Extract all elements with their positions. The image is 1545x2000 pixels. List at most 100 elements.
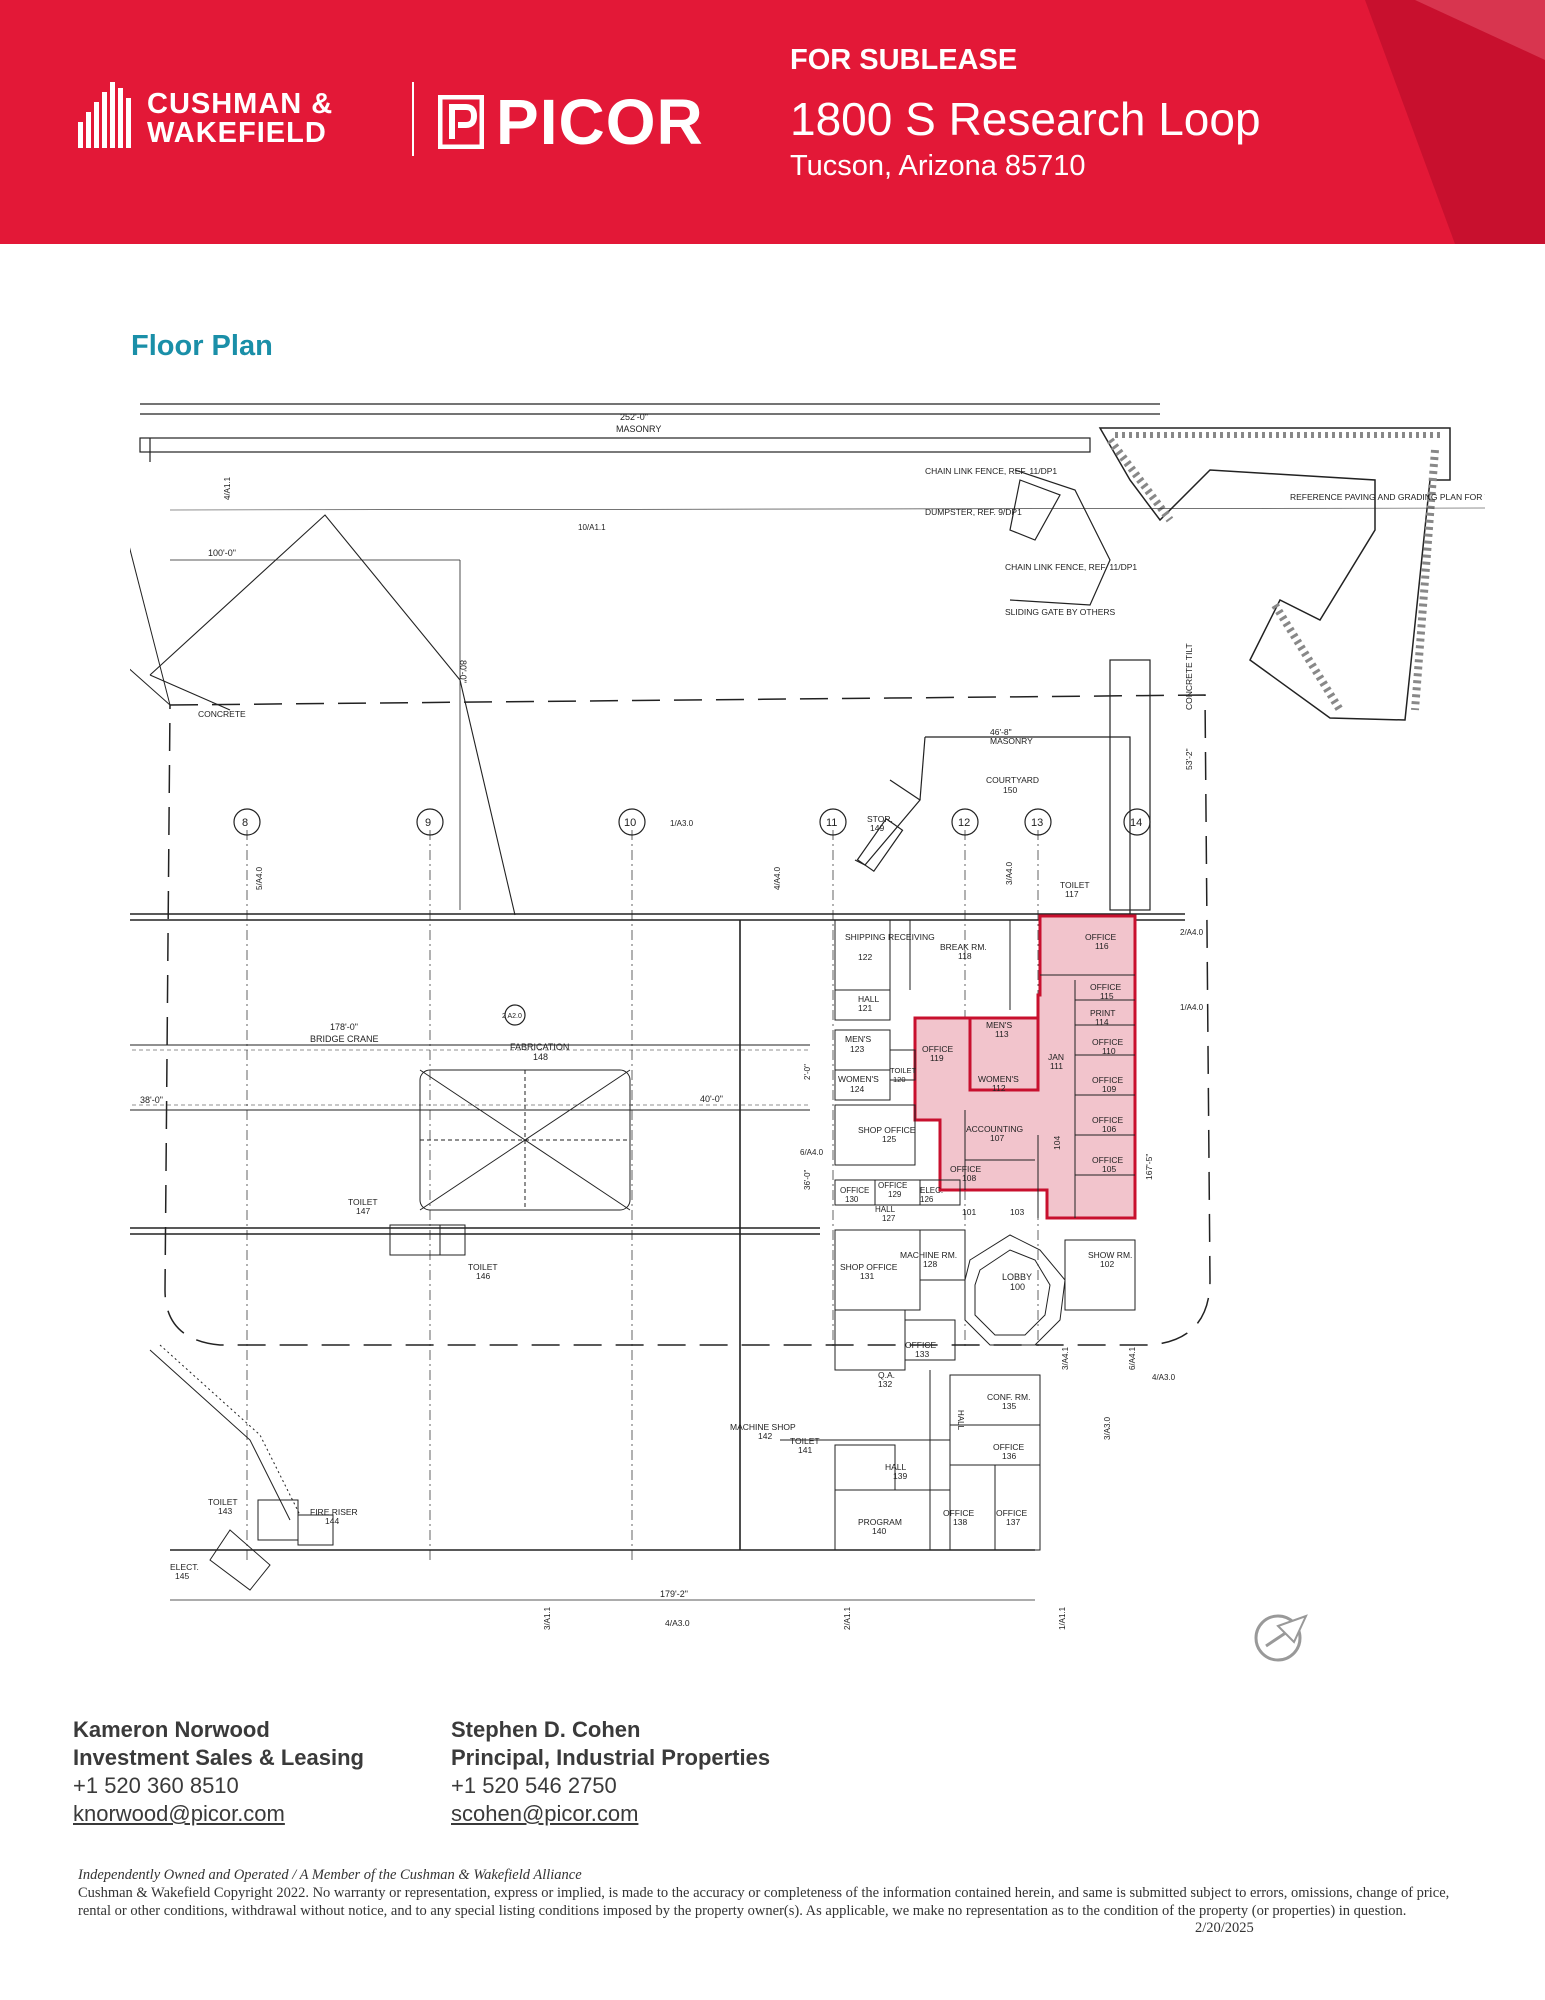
room-office-110: OFFICE (1092, 1037, 1123, 1047)
room-womens-112: WOMEN'S (978, 1074, 1019, 1084)
southwest-rooms (149, 1344, 334, 1591)
grid-9: 9 (425, 817, 431, 829)
contact-phone[interactable]: +1 520 360 8510 (73, 1773, 239, 1798)
dim-40: 40'-0" (700, 1094, 723, 1104)
grid-12: 12 (958, 817, 970, 829)
room-program: PROGRAM (858, 1517, 902, 1527)
dim-overall: 252'-0" (620, 412, 648, 422)
room-office-109: OFFICE (1092, 1075, 1123, 1085)
room-toilet-120: TOILET (890, 1066, 917, 1075)
north-arrow-icon (1254, 1614, 1308, 1662)
room-machine-rm-num: 128 (923, 1259, 937, 1269)
room-machine-shop: MACHINE SHOP (730, 1422, 796, 1432)
room-break-num: 118 (958, 951, 972, 961)
room-office-137: OFFICE (996, 1508, 1027, 1518)
room-elec: ELEC. (920, 1186, 943, 1195)
room-hall-104: 104 (1052, 1136, 1062, 1150)
room-accounting: ACCOUNTING (966, 1124, 1023, 1134)
room-show-rm: SHOW RM. (1088, 1250, 1132, 1260)
room-accounting-num: 107 (990, 1133, 1004, 1143)
room-office-119: OFFICE (922, 1044, 953, 1054)
contact-title: Investment Sales & Leasing (73, 1745, 364, 1770)
room-print: PRINT (1090, 1008, 1116, 1018)
room-lobby: LOBBY (1002, 1272, 1032, 1282)
contact-email-link[interactable]: scohen@picor.com (451, 1801, 639, 1826)
room-101: 101 (962, 1207, 976, 1217)
dim-masonry: MASONRY (616, 424, 661, 434)
room-stor-num: 149 (870, 823, 884, 833)
note-dumpster: DUMPSTER, REF. 9/DP1 (925, 507, 1022, 517)
contact-email-link[interactable]: knorwood@picor.com (73, 1801, 285, 1826)
room-103: 103 (1010, 1207, 1024, 1217)
room-machine-shop-num: 142 (758, 1431, 772, 1441)
room-office-137-num: 137 (1006, 1517, 1020, 1527)
room-conf-rm: CONF. RM. (987, 1392, 1030, 1402)
room-office-116: OFFICE (1085, 932, 1116, 942)
room-office-136: OFFICE (993, 1442, 1024, 1452)
contact-phone[interactable]: +1 520 546 2750 (451, 1773, 617, 1798)
contact-card-2: Stephen D. Cohen Principal, Industrial P… (451, 1716, 770, 1828)
cushman-wakefield-logo: CUSHMAN & WAKEFIELD (78, 82, 333, 148)
note-chain-link-2: CHAIN LINK FENCE, REF. 11/DP1 (1005, 562, 1137, 572)
picor-logo: PICOR (438, 90, 704, 154)
room-office-133-num: 133 (915, 1349, 929, 1359)
grid-10: 10 (624, 817, 636, 829)
grid-14: 14 (1130, 817, 1142, 829)
room-shop-office-125: SHOP OFFICE (858, 1125, 916, 1135)
room-womens-124-num: 124 (850, 1084, 864, 1094)
ref-4-a4-0: 4/A4.0 (773, 866, 782, 890)
grid-8: 8 (242, 817, 248, 829)
room-mens-113: MEN'S (986, 1020, 1013, 1030)
room-machine-rm: MACHINE RM. (900, 1250, 957, 1260)
ref-6-a4-1: 6/A4.1 (1128, 1346, 1137, 1370)
room-office-138: OFFICE (943, 1508, 974, 1518)
contact-title: Principal, Industrial Properties (451, 1745, 771, 1770)
room-office-116-num: 116 (1095, 941, 1109, 951)
room-hall-121: HALL (858, 994, 880, 1004)
room-office-106-num: 106 (1102, 1124, 1116, 1134)
label-courtyard-num: 150 (1003, 785, 1017, 795)
dim-179: 179'-2" (660, 1589, 688, 1599)
ref-10-a1-1: 10/A1.1 (578, 523, 606, 532)
label-courtyard: COURTYARD (986, 775, 1039, 785)
room-office-129-num: 129 (888, 1190, 902, 1199)
dim-80: 80'-0" (458, 660, 468, 683)
room-office-109-num: 109 (1102, 1084, 1116, 1094)
ref-1-a3-0: 1/A3.0 (670, 819, 694, 828)
ref-3-a4-0: 3/A4.0 (1005, 861, 1014, 885)
contact-name: Stephen D. Cohen (451, 1717, 641, 1742)
property-city: Tucson, Arizona 85710 (790, 150, 1086, 182)
room-toilet-117-num: 117 (1065, 889, 1079, 899)
room-womens-124: WOMEN'S (838, 1074, 879, 1084)
room-hall-121-num: 121 (858, 1003, 872, 1013)
room-toilet-120-num: 120 (893, 1075, 906, 1084)
disclaimer-alliance: Independently Owned and Operated / A Mem… (78, 1867, 582, 1883)
room-jan-num: 111 (1050, 1061, 1063, 1071)
property-boundary (164, 694, 1211, 1346)
disclaimer-date: 2/20/2025 (1195, 1920, 1254, 1936)
room-office-108: OFFICE (950, 1164, 981, 1174)
cw-bars-icon (78, 82, 131, 148)
room-mens-123: MEN'S (845, 1034, 872, 1044)
room-conf-rm-num: 135 (1002, 1401, 1016, 1411)
ref-1-a1-1: 1/A1.1 (1058, 1606, 1067, 1630)
paving-area (1098, 427, 1451, 721)
grid-13: 13 (1031, 817, 1043, 829)
label-bridge-crane: BRIDGE CRANE (310, 1034, 379, 1044)
room-hall-134: HALL (956, 1410, 965, 1431)
room-toilet-141-num: 141 (798, 1445, 812, 1455)
contact-name: Kameron Norwood (73, 1717, 270, 1742)
ref-4-a3-0-bottom: 4/A3.0 (665, 1618, 690, 1628)
dumpster-enclosure (1009, 469, 1111, 606)
label-masonry-courtyard: MASONRY (990, 736, 1033, 746)
room-toilet-146-num: 146 (476, 1271, 490, 1281)
room-stor: STOR. (867, 814, 893, 824)
room-office-106: OFFICE (1092, 1115, 1123, 1125)
room-office-138-num: 138 (953, 1517, 967, 1527)
ref-3-a1-1: 3/A1.1 (543, 1606, 552, 1630)
room-elect-145: ELECT. (170, 1562, 199, 1572)
building-outline (130, 913, 1185, 1551)
masonry-wall-top (139, 403, 1160, 462)
room-shipping: SHIPPING RECEIVING (845, 932, 935, 942)
room-hall-127-num: 127 (882, 1214, 896, 1223)
